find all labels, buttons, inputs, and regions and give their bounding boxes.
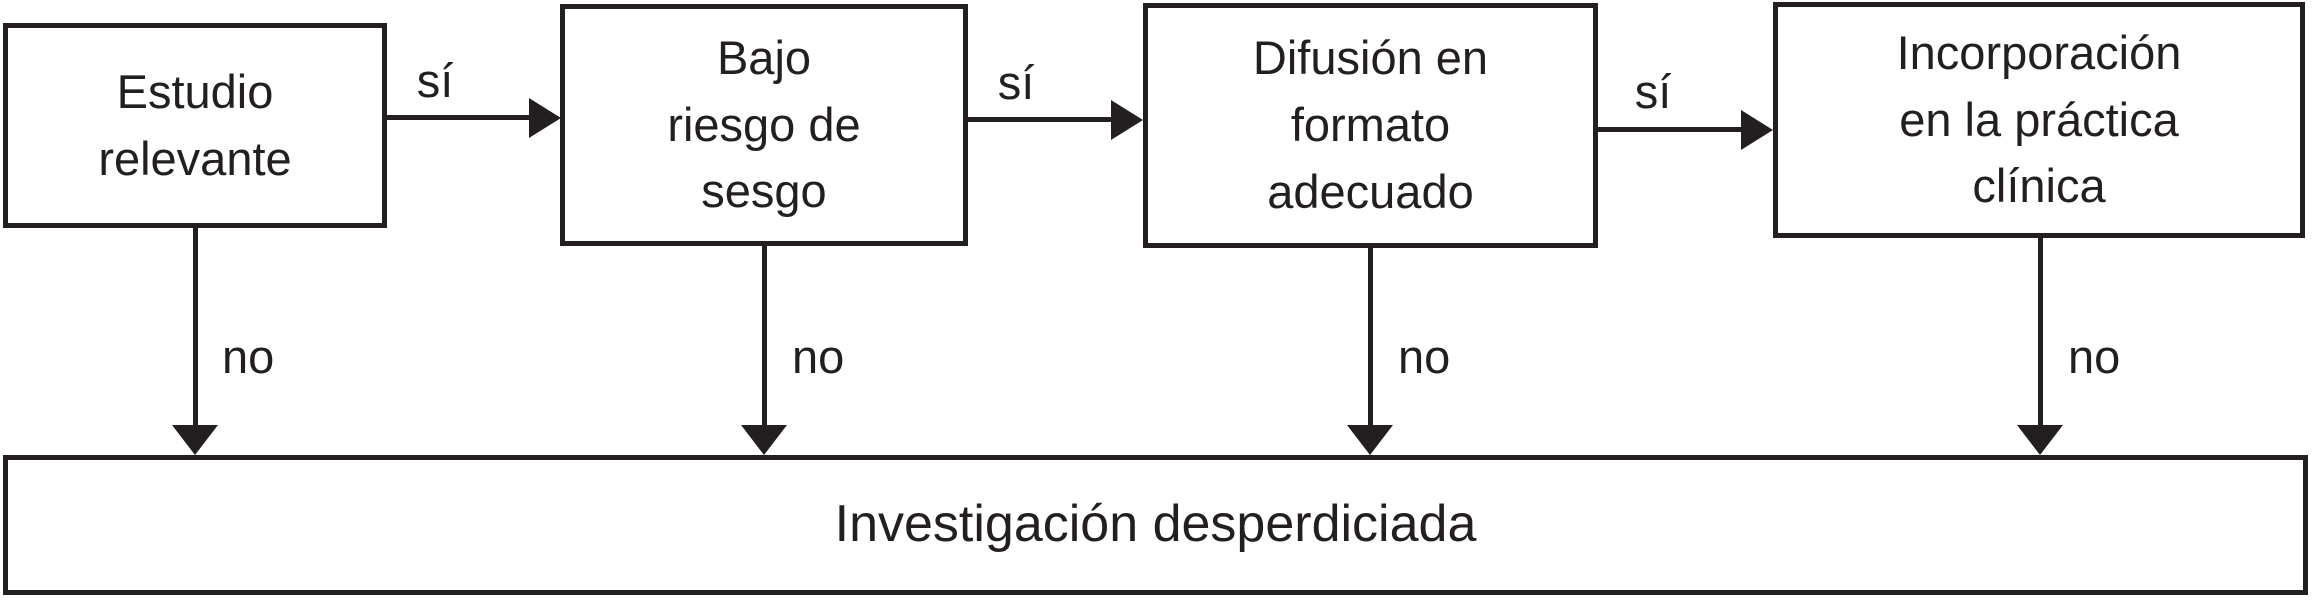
node-label: Estudio relevante	[98, 64, 292, 185]
node-label: Incorporación en la práctica clínica	[1896, 25, 2182, 213]
arrowhead-down-icon	[2017, 425, 2063, 455]
edge-line-si-3	[1598, 127, 1741, 132]
arrowhead-right-icon	[529, 98, 561, 138]
edge-line-si-2	[968, 117, 1111, 122]
edge-label-no-3: no	[1398, 330, 1451, 383]
arrowhead-down-icon	[1347, 425, 1393, 455]
node-incorporacion-en-la-practica-clinica: Incorporación en la práctica clínica	[1773, 2, 2305, 238]
node-estudio-relevante: Estudio relevante	[3, 23, 387, 228]
node-investigacion-desperdiciada: Investigación desperdiciada	[3, 455, 2308, 595]
edge-line-no-2	[762, 246, 767, 427]
node-label: Difusión en formato adecuado	[1252, 31, 1489, 218]
arrowhead-right-icon	[1111, 100, 1143, 140]
edge-label-si-3: sí	[1634, 65, 1672, 118]
edge-label-no-1: no	[222, 330, 275, 383]
edge-line-no-4	[2038, 238, 2043, 427]
arrowhead-down-icon	[172, 425, 218, 455]
edge-line-no-1	[193, 228, 198, 427]
node-bajo-riesgo-de-sesgo: Bajo riesgo de sesgo	[560, 4, 968, 246]
edge-line-no-3	[1368, 248, 1373, 427]
arrowhead-right-icon	[1741, 110, 1773, 150]
edge-label-no-4: no	[2068, 330, 2121, 383]
node-label: Investigación desperdiciada	[834, 495, 1477, 554]
node-label: Bajo riesgo de sesgo	[667, 30, 861, 218]
edge-label-si-2: sí	[997, 56, 1035, 109]
arrowhead-down-icon	[741, 425, 787, 455]
edge-label-no-2: no	[792, 330, 845, 383]
edge-line-si-1	[387, 115, 529, 120]
node-difusion-en-formato-adecuado: Difusión en formato adecuado	[1143, 3, 1598, 248]
edge-label-si-1: sí	[416, 54, 454, 107]
